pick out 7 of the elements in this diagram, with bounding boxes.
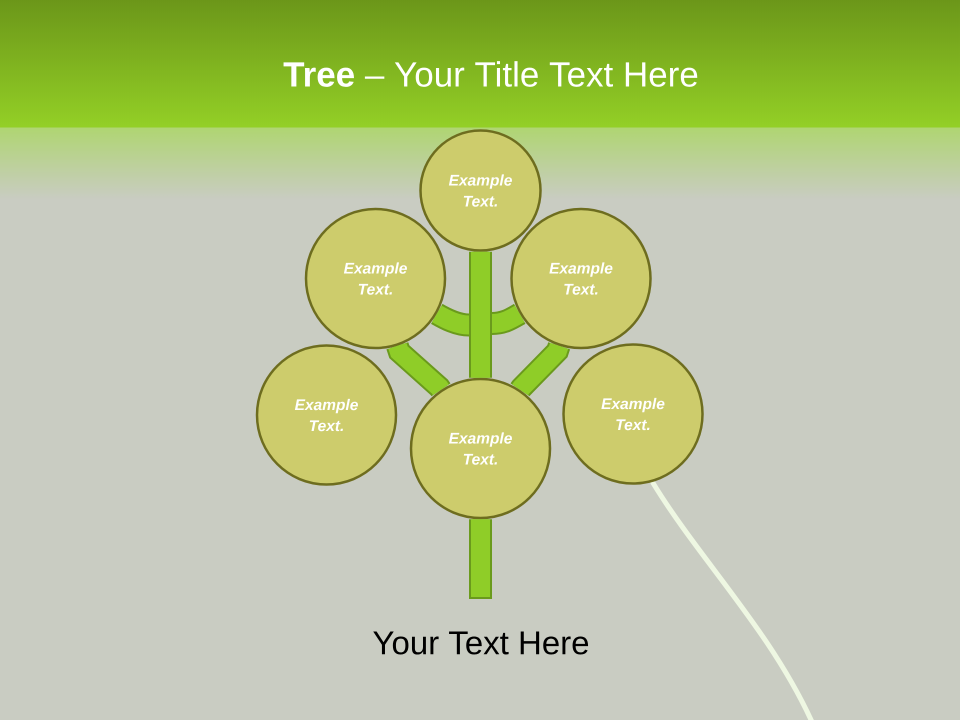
branch [492,304,526,335]
trunk [469,252,492,378]
branch [386,340,451,399]
branch [431,304,470,337]
trunk [469,519,492,599]
title: Tree – Your Title Text Here [284,61,698,87]
caption: Your Text Here [373,632,588,655]
